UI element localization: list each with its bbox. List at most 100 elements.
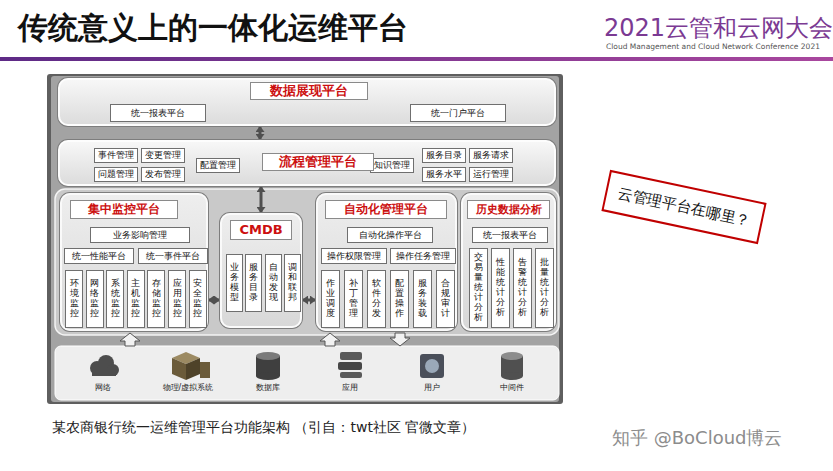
node-text: 配置管理 xyxy=(200,160,236,170)
function-box: 性能统计分析 xyxy=(491,248,510,328)
node-text: 软件分发 xyxy=(372,279,381,319)
resource-label: 应用 xyxy=(342,382,358,393)
cube-small xyxy=(200,362,210,378)
function-box: 问题管理 xyxy=(94,167,138,182)
platform-title: 集中监控平台 xyxy=(70,200,178,219)
function-box: 自动化操作平台 xyxy=(347,227,433,243)
connector-arrow xyxy=(260,186,263,213)
function-box: 应用监控 xyxy=(168,270,186,328)
resource-label: 用户 xyxy=(424,382,440,393)
user-globe xyxy=(425,359,439,373)
node-text: 应用监控 xyxy=(173,279,182,319)
platform-box: 自动化操作平台操作权限管理操作任务管理作业调度补丁管理软件分发配置操作服务装载合… xyxy=(316,193,457,331)
node-text: 批量统计分析 xyxy=(540,258,549,317)
slide-title: 传统意义上的一体化运维平台 xyxy=(18,8,408,49)
platform-box: 业务影响管理统一性能平台 统一事件平台环境监控 网络监控系统监控主机监控存储监控应用… xyxy=(60,193,208,331)
function-box: 事件管理 xyxy=(94,148,138,163)
node-text: 自动化操作平台 xyxy=(359,230,422,240)
function-box: 系统监控 xyxy=(106,270,124,328)
node-text: 配置操作 xyxy=(395,279,404,319)
cloud-part xyxy=(92,368,116,376)
node-text: 云管理平台在哪里？ xyxy=(616,184,752,231)
node-text: 事件管理 xyxy=(98,150,134,160)
function-box: 自动发现 xyxy=(265,254,282,312)
function-box: 统一报表平台 xyxy=(110,104,206,122)
node-text: 网络监控 xyxy=(90,279,99,319)
function-box: 发布管理 xyxy=(141,167,185,182)
middle-panel xyxy=(55,189,559,335)
function-box: 主机监控 xyxy=(127,270,145,328)
conference-logo: 2021云管和云网大会 xyxy=(604,12,833,44)
node-text: 业务影响管理 xyxy=(113,230,167,240)
connector-arrow xyxy=(208,299,220,302)
resource-label: 数据库 xyxy=(256,382,280,393)
platform-title: CMDB xyxy=(230,220,292,240)
node-text: 知识管理 xyxy=(374,160,410,170)
function-box: 补丁管理 xyxy=(344,270,363,328)
platform-band: 统一报表平台统一门户平台数据展现平台 xyxy=(58,78,556,126)
user-box xyxy=(420,354,444,378)
user-icon xyxy=(420,354,444,378)
platform-title: 历史数据分析 xyxy=(467,200,550,219)
function-box: 运行管理 xyxy=(469,167,513,182)
function-box: 服务请求 xyxy=(469,148,513,163)
node-text: 服务水平 xyxy=(426,169,462,179)
header-rule xyxy=(0,57,833,61)
function-box: 操作权限管理 xyxy=(321,248,387,264)
resource-label: 物理/虚拟系统 xyxy=(163,382,214,393)
platform-box: 统一报表平台交易量统计分析性能统计分析告警统计分析 批量统计分析 历史数据分析 xyxy=(461,193,556,331)
node-text: 交易量统计分析 xyxy=(474,253,483,322)
node-text: 运行管理 xyxy=(473,169,509,179)
watermark: 知乎 @BoCloud博云 xyxy=(612,426,783,450)
node-text: 服务请求 xyxy=(473,150,509,160)
function-box: 统一报表平台 xyxy=(472,227,548,243)
cylinder-base xyxy=(256,372,280,380)
function-box: 服务装载 xyxy=(413,270,432,328)
node-text: 作业调度 xyxy=(326,279,335,319)
platform-title: 自动化管理平台 xyxy=(325,200,447,219)
function-box: 知识管理 xyxy=(370,158,414,173)
cube-side xyxy=(172,358,186,380)
function-box: 配置操作 xyxy=(390,270,409,328)
resource-label: 网络 xyxy=(95,382,111,393)
app-layer xyxy=(338,362,362,370)
node-text: 发布管理 xyxy=(145,169,181,179)
node-text: 操作权限管理 xyxy=(327,251,381,261)
function-box: 变更管理 xyxy=(141,148,185,163)
down-arrow xyxy=(390,333,410,346)
function-box: 软件分发 xyxy=(367,270,386,328)
function-box: 网络监控 xyxy=(86,270,104,328)
node-text: 统一报表平台 xyxy=(131,108,185,118)
function-box: 服务水平 xyxy=(422,167,466,182)
function-box: 业务影响管理 xyxy=(90,227,190,243)
node-text: 统一报表平台 xyxy=(483,230,537,240)
function-box: 服务目录 xyxy=(422,148,466,163)
connector-arrow xyxy=(302,299,316,302)
node-text: 补丁管理 xyxy=(349,279,358,319)
node-text: 调和联邦 xyxy=(288,263,297,303)
platform-box: 业务模型服务目录自动发现调和联邦CMDB xyxy=(220,213,302,328)
network-icon xyxy=(90,355,119,376)
cube-side xyxy=(186,358,200,380)
node-text: 自动发现 xyxy=(269,263,278,303)
cylinder-top xyxy=(256,352,280,360)
node-text: 服务装载 xyxy=(418,279,427,319)
conference-subtitle: Cloud Management and Cloud Network Confe… xyxy=(606,42,820,51)
node-text: 问题管理 xyxy=(98,169,134,179)
node-text: 统一性能平台 xyxy=(72,251,126,261)
function-box: 配置管理 xyxy=(196,158,240,173)
node-text: 服务目录 xyxy=(426,150,462,160)
function-box: 告警统计分析 xyxy=(513,248,532,328)
node-text: 环境监控 xyxy=(70,279,79,319)
node-text: 合规审计 xyxy=(441,279,450,319)
platform-band: 事件管理变更管理问题管理 发布管理 配置管理 知识管理 服务目录 服务请求服务水平 运行管理… xyxy=(58,140,556,186)
function-box: 统一事件平台 xyxy=(138,248,208,264)
function-box: 存储监控 xyxy=(147,270,165,328)
node-text: 告警统计分析 xyxy=(518,258,527,317)
function-box: 交易量统计分析 xyxy=(469,248,488,328)
function-box: 合规审计 xyxy=(436,270,455,328)
function-box: 安全监控 xyxy=(189,270,207,328)
app-layer xyxy=(340,372,362,378)
function-box: 统一性能平台 xyxy=(64,248,134,264)
function-box: 业务模型 xyxy=(226,254,243,312)
